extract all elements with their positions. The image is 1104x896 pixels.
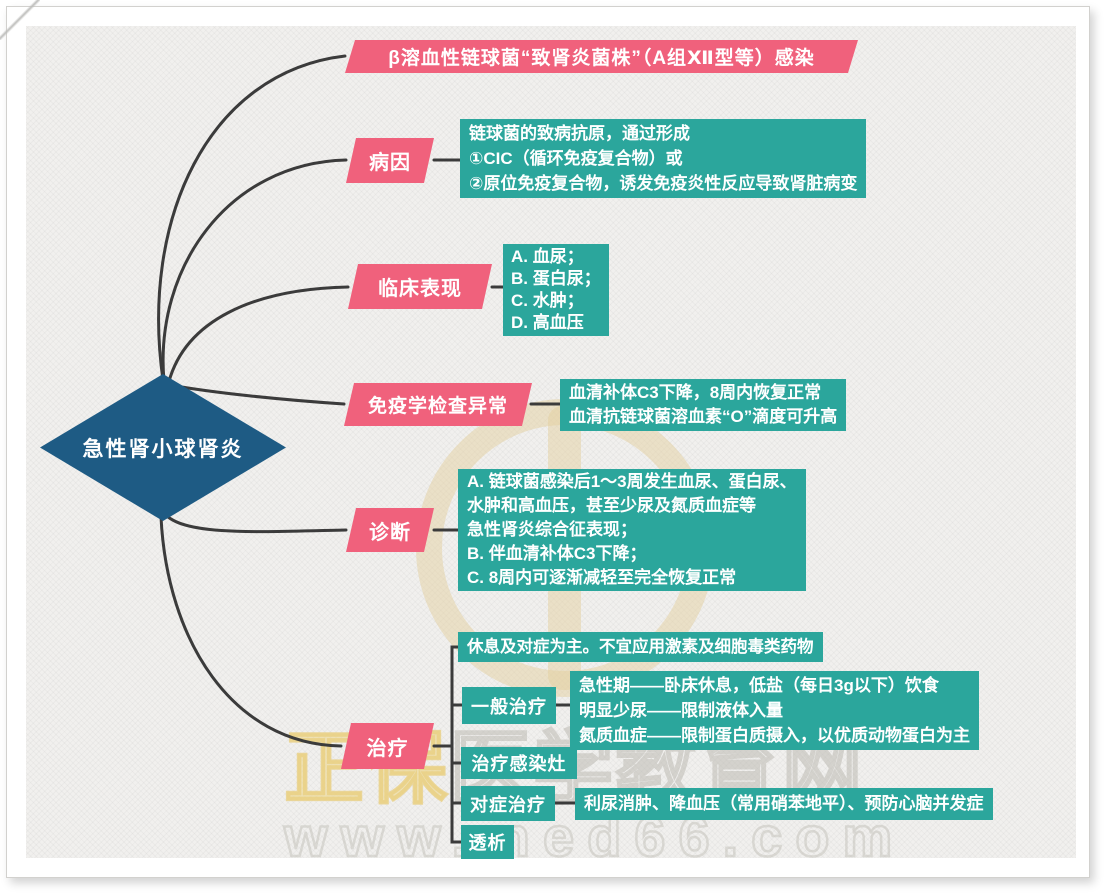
content-line: 利尿消肿、降血压（常用硝苯地平）、预防心脑并发症 xyxy=(584,794,984,813)
treatment-bracket xyxy=(450,645,463,844)
branch-treatment-label: 治疗 xyxy=(341,723,434,769)
branch-infection-source: β溶血性链球菌“致肾炎菌株”（A组Ⅻ型等）感染 xyxy=(345,40,858,73)
curve-to-etiology xyxy=(161,158,348,383)
curve-to-clinical xyxy=(166,285,350,387)
treatment-infection-focus-label: 治疗感染灶 xyxy=(461,747,577,779)
content-line: 水肿和高血压，甚至少尿及氮质血症等 xyxy=(467,496,756,515)
branch-etiology-label: 病因 xyxy=(346,138,434,183)
diagnosis-content: A. 链球菌感染后1～3周发生血尿、蛋白尿、 水肿和高血压，甚至少尿及氮质血症等… xyxy=(458,469,806,591)
treatment-symptomatic-content: 利尿消肿、降血压（常用硝苯地平）、预防心脑并发症 xyxy=(575,788,993,820)
treatment-general-label: 一般治疗 xyxy=(462,687,556,724)
content-line: C. 水肿； xyxy=(511,291,584,310)
treatment-general-content: 急性期——卧床休息，低盐（每日3g以下）饮食 明显少尿——限制液体入量 氮质血症… xyxy=(570,671,979,750)
branch-diagnosis-label: 诊断 xyxy=(346,508,434,552)
treatment-principle-content: 休息及对症为主。不宜应用激素及细胞毒类药物 xyxy=(458,632,823,662)
content-line: D. 高血压 xyxy=(511,313,584,332)
content-line: B. 蛋白尿； xyxy=(511,269,601,288)
immunology-content: 血清补体C3下降，8周内恢复正常 血清抗链球菌溶血素“O”滴度可升高 xyxy=(560,379,847,431)
etiology-content: 链球菌的致病抗原，通过形成 ①CIC（循环免疫复合物）或 ②原位免疫复合物，诱发… xyxy=(460,119,867,198)
content-line: A. 链球菌感染后1～3周发生血尿、蛋白尿、 xyxy=(467,472,797,491)
curve-to-treatment xyxy=(159,515,343,748)
content-line: 急性肾炎综合征表现； xyxy=(467,520,637,539)
content-line: C. 8周内可逐渐减轻至完全恢复正常 xyxy=(467,568,737,587)
content-line: 明显少尿——限制液体入量 xyxy=(579,701,783,720)
treatment-dialysis-label: 透析 xyxy=(461,825,514,859)
content-line: 休息及对症为主。不宜应用激素及细胞毒类药物 xyxy=(467,638,814,656)
clinical-content: A. 血尿； B. 蛋白尿； C. 水肿； D. 高血压 xyxy=(503,244,609,336)
content-line: B. 伴血清补体C3下降； xyxy=(467,544,647,563)
curve-to-diagnosis xyxy=(163,512,348,534)
content-line: ②原位免疫复合物，诱发免疫炎性反应导致肾脏病变 xyxy=(469,174,858,193)
treatment-symptomatic-label: 对症治疗 xyxy=(461,786,555,821)
branch-immunology-label: 免疫学检查异常 xyxy=(344,383,532,426)
content-line: 急性期——卧床休息，低盐（每日3g以下）饮食 xyxy=(579,676,939,695)
content-line: 氮质血症——限制蛋白质摄入，以优质动物蛋白为主 xyxy=(579,726,970,745)
page-corner-fold xyxy=(0,0,40,40)
content-line: 血清补体C3下降，8周内恢复正常 xyxy=(569,383,822,402)
content-line: 链球菌的致病抗原，通过形成 xyxy=(469,124,690,143)
curve-to-infection xyxy=(157,54,347,382)
curve-to-immunology xyxy=(168,383,346,406)
content-line: 血清抗链球菌溶血素“O”滴度可升高 xyxy=(569,407,838,426)
content-line: A. 血尿； xyxy=(511,247,584,266)
branch-clinical-label: 临床表现 xyxy=(348,264,492,309)
content-line: ①CIC（循环免疫复合物）或 xyxy=(469,149,683,168)
